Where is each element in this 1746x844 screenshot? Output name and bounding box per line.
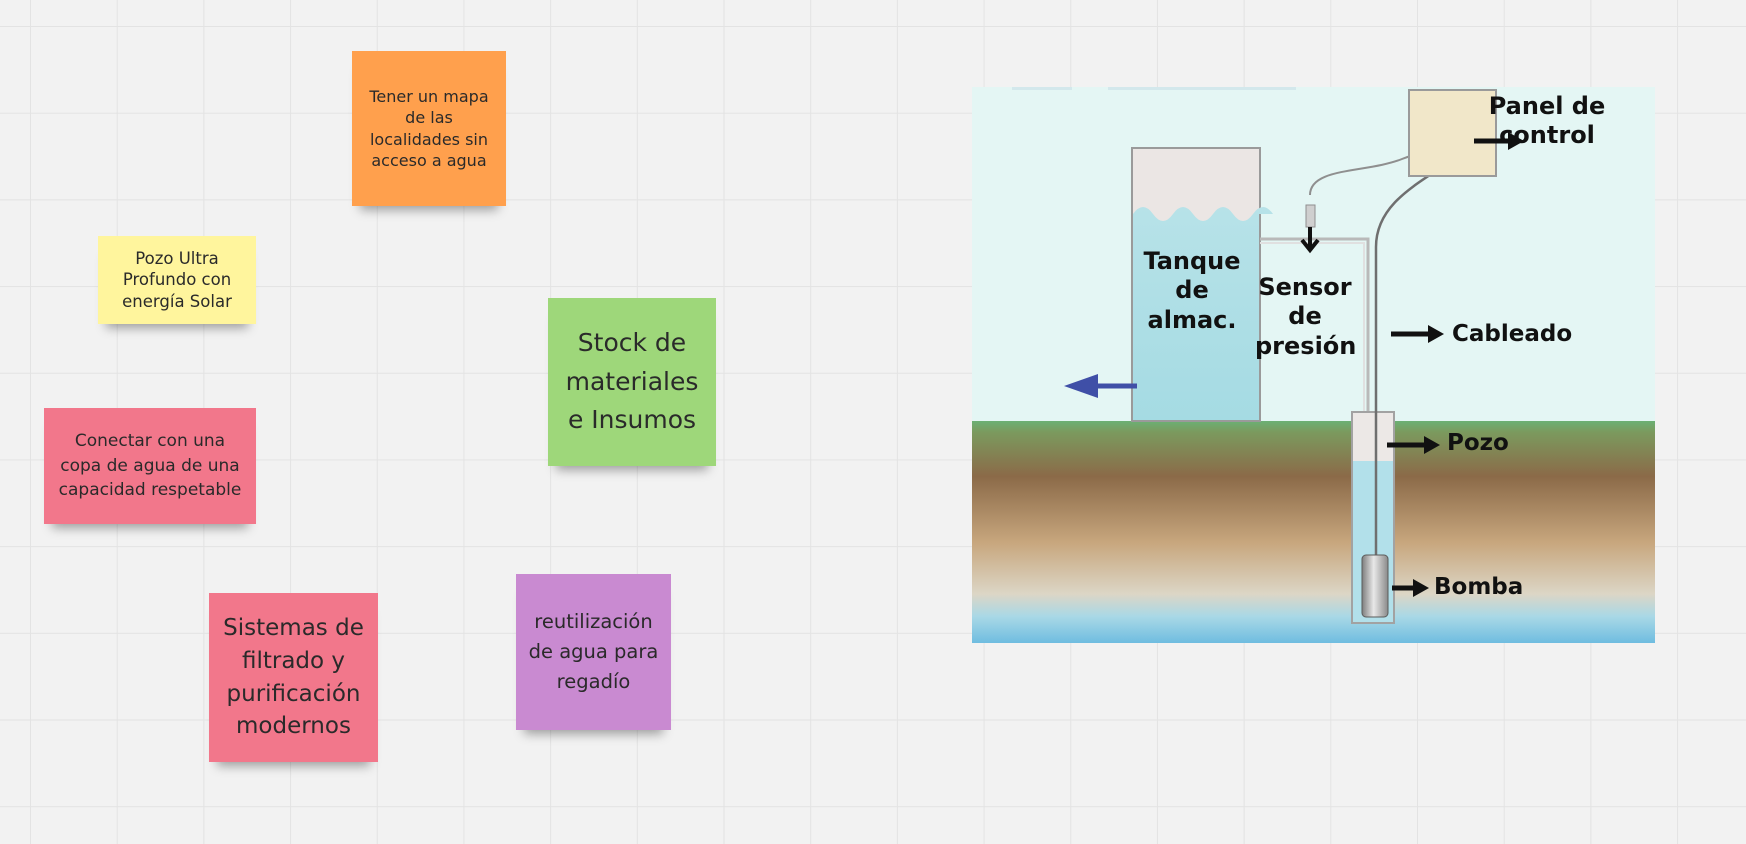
sticky-note-map[interactable]: Tener un mapa de las localidades sin acc… xyxy=(352,51,506,206)
sticky-note-text: Conectar con una copa de agua de una cap… xyxy=(58,431,242,501)
label-bomba: Bomba xyxy=(1434,574,1524,600)
sticky-note-text: Sistemas de filtrado y purificación mode… xyxy=(223,615,364,740)
label-tanque: Tanque de almac. xyxy=(1143,247,1241,334)
sticky-note-reuse[interactable]: reutilización de agua para regadío xyxy=(516,574,671,730)
sticky-note-text: reutilización de agua para regadío xyxy=(528,609,659,694)
label-panel-de-control: Panel de control xyxy=(1488,92,1606,150)
label-sensor: Sensor de presión xyxy=(1255,273,1357,360)
sticky-note-stock[interactable]: Stock de materiales e Insumos xyxy=(548,298,716,466)
sticky-note-text: Tener un mapa de las localidades sin acc… xyxy=(369,87,489,170)
sticky-note-water-cup[interactable]: Conectar con una copa de agua de una cap… xyxy=(44,408,256,524)
sticky-note-text: Pozo Ultra Profundo con energía Solar xyxy=(122,249,232,311)
sticky-note-filtration[interactable]: Sistemas de filtrado y purificación mode… xyxy=(209,593,378,762)
label-pozo: Pozo xyxy=(1447,430,1509,456)
well-diagram-graphic xyxy=(972,87,1655,643)
sticky-note-text: Stock de materiales e Insumos xyxy=(565,327,699,435)
label-cableado: Cableado xyxy=(1452,321,1573,347)
well-diagram-image[interactable]: Panel de control Tanque de almac. Sensor… xyxy=(972,87,1655,643)
sticky-note-solar-well[interactable]: Pozo Ultra Profundo con energía Solar xyxy=(98,236,256,324)
